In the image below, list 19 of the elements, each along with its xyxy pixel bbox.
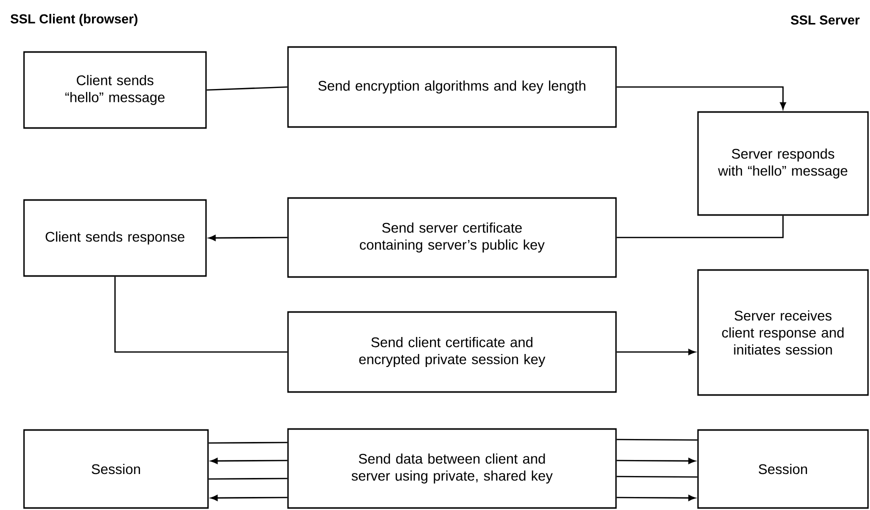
arrow: [616, 458, 696, 464]
process-box: Client sends “hello” message: [23, 51, 207, 129]
process-box: Server receives client response and initiates session: [697, 269, 869, 396]
process-box: Send encryption algorithms and key length: [287, 46, 617, 128]
process-box: Session: [697, 429, 869, 509]
heading: SSL Client (browser): [10, 14, 138, 26]
process-box: Send server certificate containing server’s public key: [287, 197, 617, 278]
arrow: [210, 458, 288, 464]
process-box: Server responds with “hello” message: [697, 111, 869, 216]
arrow: [616, 349, 696, 355]
arrow: [616, 86, 786, 110]
heading: SSL Server: [790, 15, 860, 25]
arrow: [210, 494, 288, 501]
process-box: Send client certificate and encrypted private session key: [287, 311, 617, 393]
process-box: Client sends response: [23, 199, 207, 277]
process-box: Session: [23, 429, 209, 509]
arrow: [208, 234, 288, 241]
process-box: Send data between client and server using private, shared key: [287, 428, 617, 509]
arrow: [616, 494, 696, 501]
